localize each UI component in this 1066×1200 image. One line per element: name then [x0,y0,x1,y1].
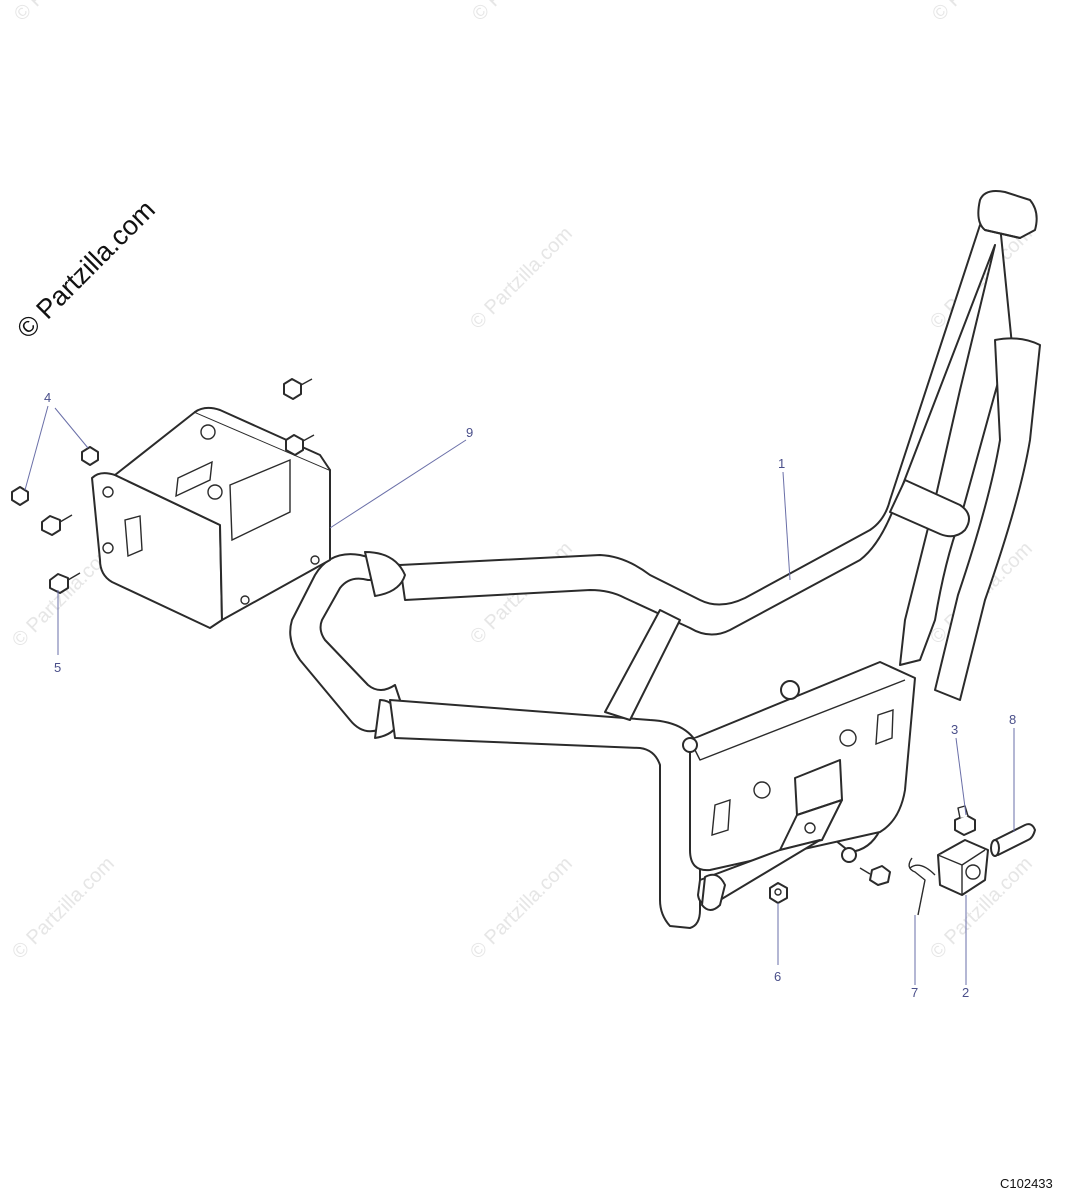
leader-line [54,407,89,449]
leader-line [782,471,791,581]
watermark: © Partzilla.com [928,0,1039,26]
callout-1: 1 [778,456,785,471]
leader-line [955,737,967,816]
callout-2: 2 [962,985,969,1000]
bumper-tube-frame [289,190,1041,929]
partzilla-logo: © Partzilla.com [11,194,161,344]
fasteners [11,378,976,904]
hitch-receiver-block [937,839,989,896]
callout-9: 9 [466,425,473,440]
watermark: © Partzilla.com [466,853,577,964]
callout-5: 5 [54,660,61,675]
callout-3: 3 [951,722,958,737]
callout-8: 8 [1009,712,1016,727]
front-skid-plate [682,661,916,911]
hitch-pin [990,823,1036,857]
callout-7: 7 [911,985,918,1000]
callout-6: 6 [774,969,781,984]
leader-line [24,405,49,491]
watermark: © Partzilla.com [10,0,121,26]
leader-lines [24,405,1015,985]
callouts: 1 2 3 4 5 6 7 8 9 [44,390,1016,1000]
diagram-code: C102433 [1000,1176,1053,1191]
hitch-pin-clip [908,857,936,916]
watermark: © Partzilla.com [8,853,119,964]
callout-4: 4 [44,390,51,405]
leader-line [329,439,467,529]
watermark: © Partzilla.com [466,223,577,334]
watermark: © Partzilla.com [468,0,579,26]
